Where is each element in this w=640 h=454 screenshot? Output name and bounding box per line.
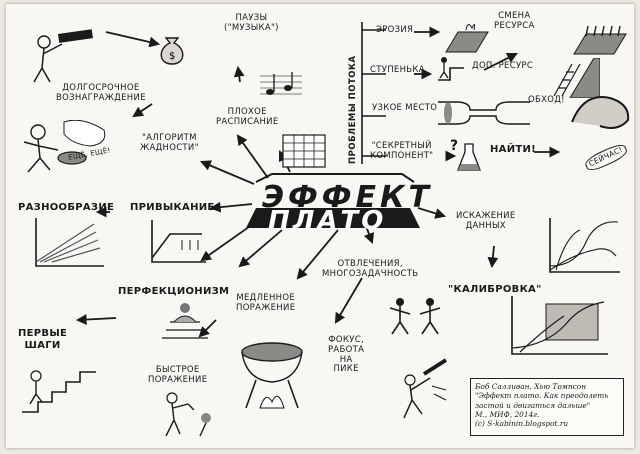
money-bag-icon: $ <box>156 30 190 66</box>
new-crops-field-icon <box>572 22 628 56</box>
credits-publisher: М., МИФ, 2014г. <box>475 410 619 419</box>
pauses-label: ПАУЗЫ("МУЗЫКА") <box>224 14 279 34</box>
question-mark: ? <box>450 138 458 154</box>
meditating-figure-icon <box>160 300 210 340</box>
schedule-table-icon <box>282 134 326 168</box>
eroded-field-icon <box>444 20 490 54</box>
habituation-label: ПРИВЫКАНИЕ <box>130 202 215 214</box>
focused-figure-icon <box>388 356 450 420</box>
bottleneck-pipe-icon <box>436 98 532 128</box>
variety-label: РАЗНООБРАЗИЕ <box>18 202 114 214</box>
juggling-figures-icon <box>386 294 444 336</box>
credits-blog: (c) S-kabinin.blogspot.ru <box>475 419 619 428</box>
boxing-figures-icon <box>158 388 218 440</box>
distortion-chart-icon <box>546 216 622 274</box>
music-notes-icon <box>258 70 304 100</box>
bypass-label: ОБХОД! <box>528 96 565 106</box>
calibration-label: "КАЛИБРОВКА" <box>448 284 542 296</box>
stairs-figure-icon <box>20 354 100 414</box>
calibration-chart-icon <box>506 294 610 356</box>
telescope-figure-icon <box>28 24 114 86</box>
extra-resource-label: ДОП. РЕСУРС <box>472 62 533 72</box>
bypass-pipe-icon <box>570 90 634 134</box>
sketchnote-sheet: $ <box>6 4 634 448</box>
step-label: СТУПЕНЬКА <box>370 66 425 76</box>
find-label: НАЙТИ! <box>490 144 536 156</box>
svg-text:$: $ <box>169 51 175 62</box>
flask-icon <box>456 142 482 174</box>
credits-title-2: застой и двигаться дальше" <box>475 401 619 410</box>
step-climber-icon <box>436 54 466 82</box>
flow-section-label: ПРОБЛЕМЫ ПОТОКА <box>348 55 358 164</box>
bottleneck-label: УЗКОЕ МЕСТО <box>372 104 437 114</box>
credits-authors: Боб Салливан, Хью Томпсон <box>475 382 619 391</box>
cauldron-fire-icon <box>236 336 308 412</box>
credits-title-1: "Эффект плато. Как преодолеть <box>475 391 619 400</box>
erosion-label: ЭРОЗИЯ <box>376 26 413 36</box>
perfectionism-label: ПЕРФЕКЦИОНИЗМ <box>118 286 229 298</box>
credits-box: Боб Салливан, Хью Томпсон "Эффект плато.… <box>470 378 624 436</box>
variety-chart-icon <box>32 216 106 268</box>
center-subtitle: ПЛАТО <box>268 206 386 236</box>
habituation-chart-icon <box>148 218 208 264</box>
distraction-label: ОТВЛЕЧЕНИЯ,МНОГОЗАДАЧНОСТЬ <box>322 260 418 280</box>
